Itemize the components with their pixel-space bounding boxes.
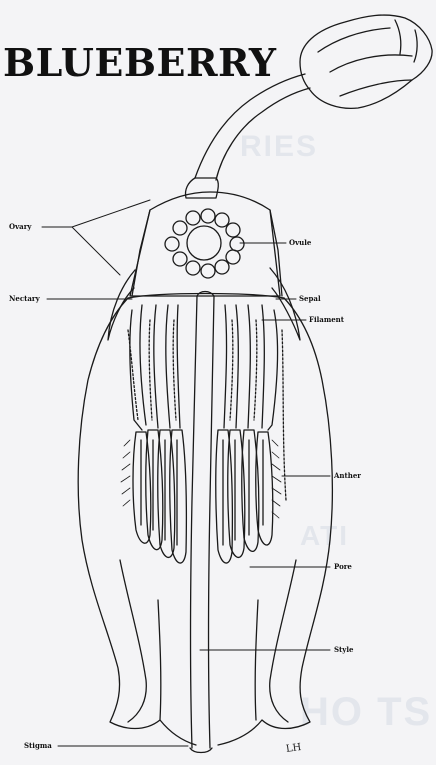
label-pore: Pore (334, 563, 352, 571)
filaments-left (128, 305, 180, 430)
stigma (190, 748, 212, 753)
label-ovary: Ovary (9, 223, 31, 231)
label-style: Style (334, 646, 353, 654)
style (191, 296, 198, 748)
label-nectary: Nectary (9, 295, 40, 303)
label-sepal: Sepal (299, 295, 321, 303)
anthers-left (133, 430, 186, 563)
label-filament: Filament (309, 316, 344, 324)
ovary-body (185, 178, 218, 198)
ovule-ring (165, 209, 244, 278)
filaments-right (224, 305, 286, 500)
label-ovule: Ovule (289, 239, 311, 247)
pedicel (195, 74, 305, 178)
sepal-right (270, 268, 300, 340)
diagram-title: BLUEBERRY (3, 40, 277, 85)
anthers-right (216, 430, 273, 563)
label-anther: Anther (334, 472, 361, 480)
artist-signature: LH (285, 742, 302, 755)
label-stigma: Stigma (24, 742, 52, 750)
berry-fruit (300, 15, 432, 108)
